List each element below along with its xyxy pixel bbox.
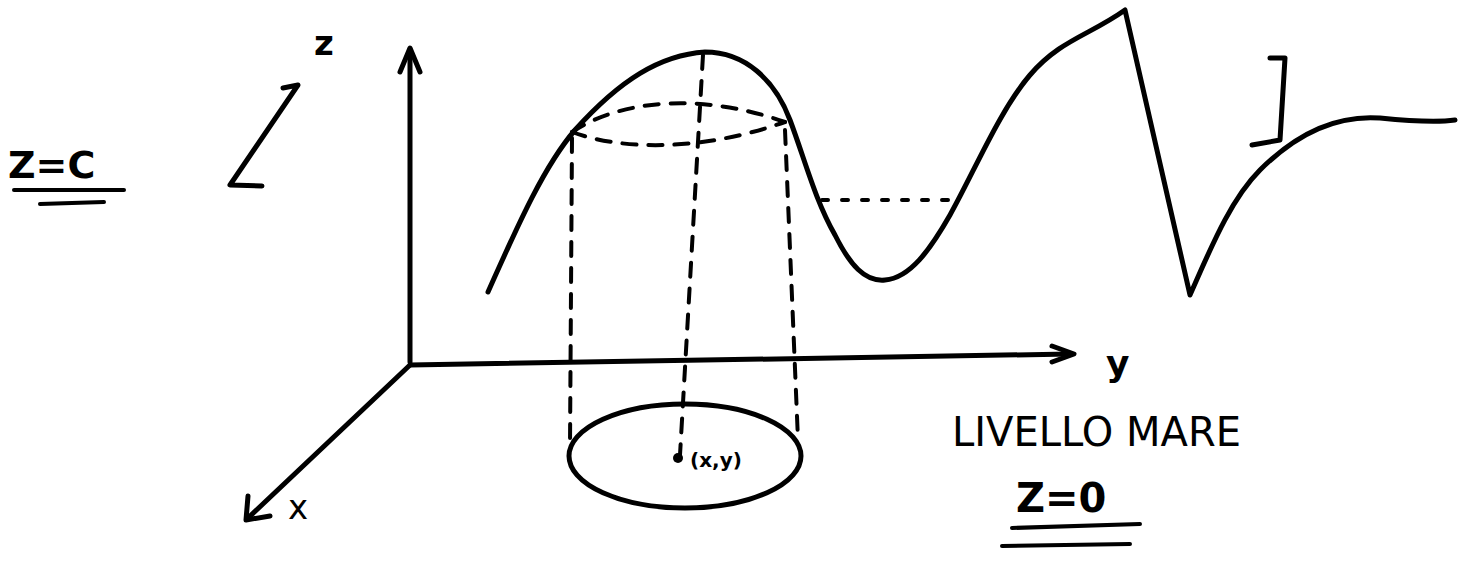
domain-ellipse bbox=[569, 404, 801, 508]
bracket-mark bbox=[230, 85, 298, 186]
double-underline bbox=[1002, 544, 1130, 546]
point-dot bbox=[673, 453, 683, 463]
y-axis bbox=[410, 354, 1070, 365]
double-underline bbox=[40, 202, 104, 204]
double-underline bbox=[1012, 524, 1140, 528]
x-arrowhead bbox=[246, 496, 270, 520]
sea-level-label: LIVELLO MARE bbox=[952, 412, 1241, 452]
surface-curve bbox=[488, 10, 1455, 295]
double-underline bbox=[14, 188, 124, 192]
bracket-mark bbox=[1252, 58, 1285, 145]
axis-label: y bbox=[1106, 346, 1129, 382]
z-arrowhead bbox=[400, 48, 420, 72]
projection-line bbox=[570, 138, 572, 445]
axis-label: x bbox=[288, 490, 308, 524]
level-curve-dotted bbox=[822, 198, 955, 202]
y-arrowhead bbox=[1052, 346, 1074, 362]
x-axis bbox=[248, 365, 410, 518]
projection-line bbox=[785, 130, 798, 440]
level-curve-dashed bbox=[572, 122, 785, 145]
level-curve-dashed bbox=[572, 103, 785, 132]
level-label: Z=C bbox=[8, 146, 95, 184]
z-axis bbox=[408, 50, 413, 362]
projection-line bbox=[680, 55, 703, 455]
axis-label: z bbox=[314, 26, 334, 60]
level-label: Z=0 bbox=[1016, 478, 1106, 518]
point-label: (x,y) bbox=[690, 450, 742, 470]
